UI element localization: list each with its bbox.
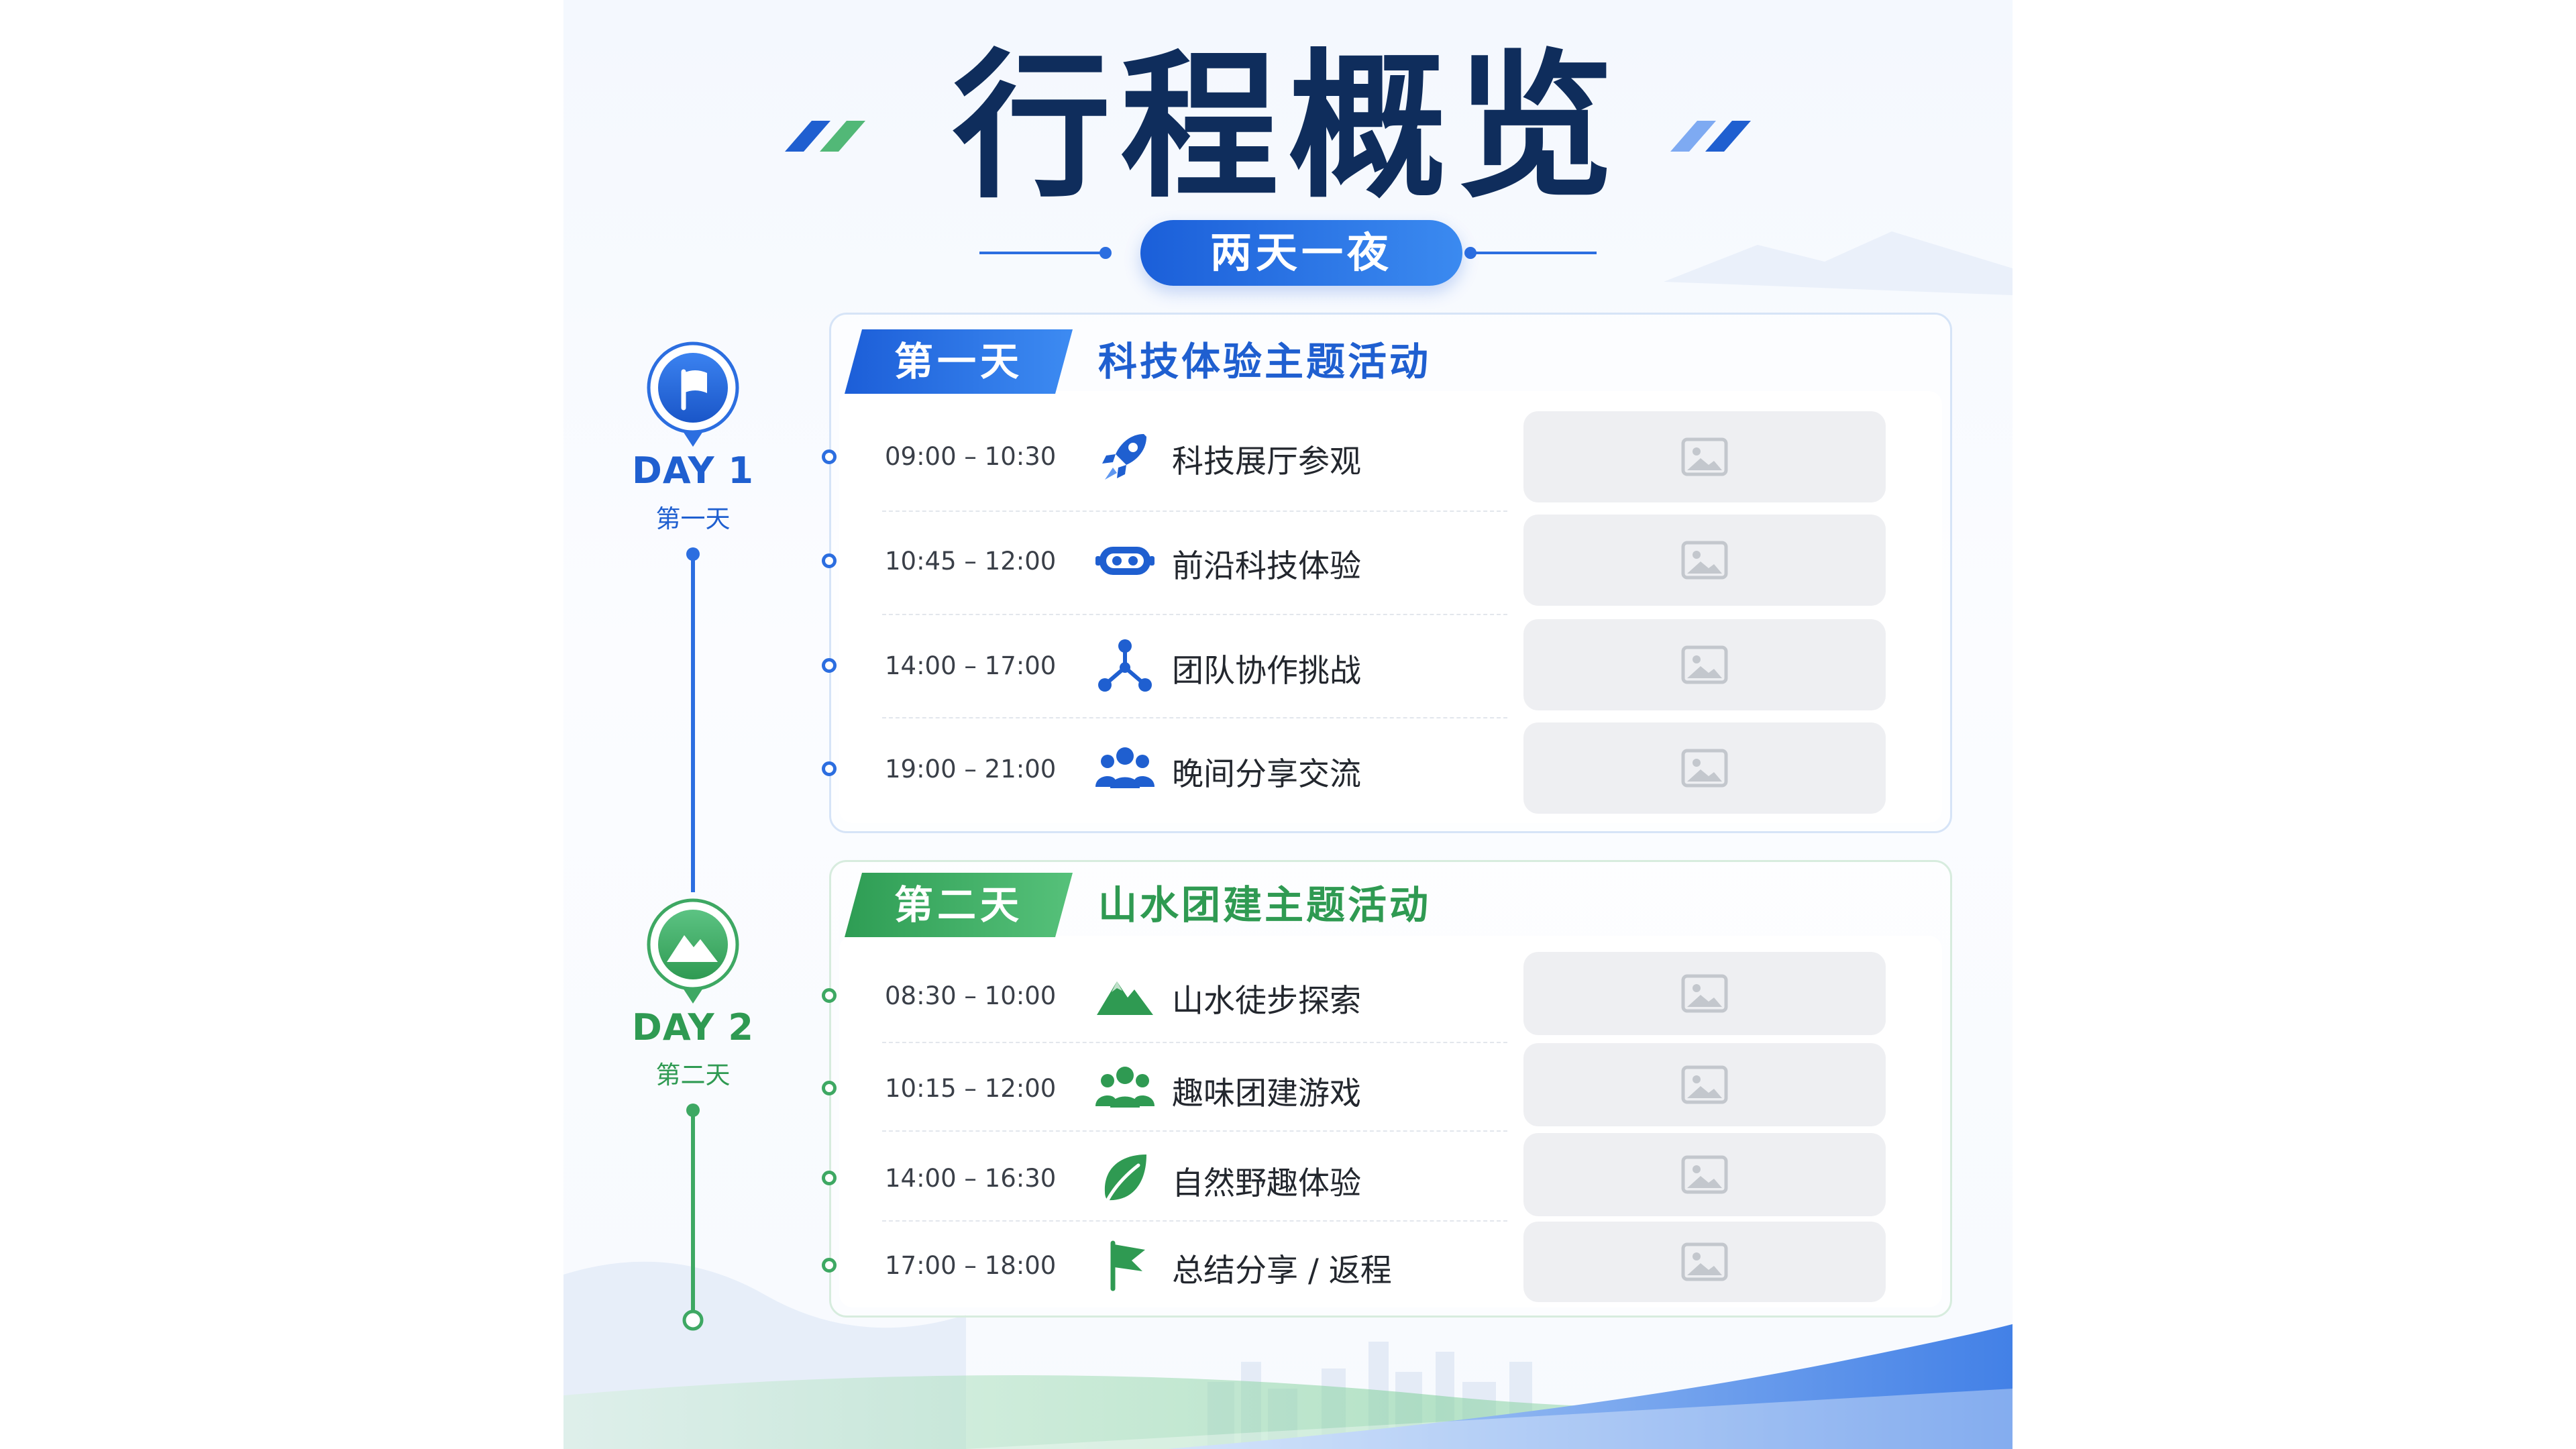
row-separator (882, 614, 1507, 615)
day1-theme-title: 科技体验主题活动 (1098, 339, 1432, 384)
page-title: 行程概览 (952, 35, 1623, 219)
image-placeholder (1523, 952, 1886, 1035)
row-separator (882, 1042, 1507, 1043)
row-separator (882, 511, 1507, 512)
schedule-row: 08:30 – 10:00 山水徒步探索 (822, 952, 1950, 1043)
image-placeholder (1523, 619, 1886, 710)
row-separator (882, 1220, 1507, 1222)
day1-card: 第一天 科技体验主题活动 09:00 – 10:30 科技展厅参观 (822, 313, 1952, 833)
row-dot (822, 1081, 837, 1095)
row-time: 10:15 – 12:00 (885, 1074, 1057, 1103)
image-icon (1681, 1242, 1728, 1281)
day1-tab: 第一天 (845, 329, 1073, 394)
day2-theme-title: 山水团建主题活动 (1098, 882, 1432, 928)
day1-marker (647, 341, 739, 447)
image-icon (1681, 749, 1728, 788)
row-dot (822, 988, 837, 1003)
schedule-row: 17:00 – 18:00 总结分享 / 返程 (822, 1222, 1950, 1302)
row-label: 团队协作挑战 (1172, 653, 1361, 690)
day1-sublabel: 第一天 (655, 504, 731, 533)
row-time: 19:00 – 21:00 (885, 755, 1057, 784)
row-time: 14:00 – 16:30 (885, 1164, 1057, 1193)
row-time: 10:45 – 12:00 (885, 547, 1057, 576)
rocket-icon (1102, 434, 1146, 480)
schedule-row: 09:00 – 10:30 科技展厅参观 (822, 411, 1950, 512)
title-decoration (785, 121, 1751, 259)
mountain-icon (1097, 981, 1153, 1015)
row-label: 自然野趣体验 (1172, 1165, 1361, 1202)
image-placeholder (1523, 515, 1886, 606)
day2-tab: 第二天 (845, 873, 1073, 937)
people-icon (1095, 747, 1155, 788)
day1-label: DAY 1 (632, 449, 754, 492)
schedule-row: 19:00 – 21:00 晚间分享交流 (822, 721, 1950, 814)
row-label: 科技展厅参观 (1172, 443, 1361, 480)
row-dot (822, 553, 837, 568)
image-placeholder (1523, 411, 1886, 502)
row-label: 晚间分享交流 (1172, 756, 1361, 793)
row-separator (882, 1130, 1507, 1132)
row-dot (822, 658, 837, 673)
network-icon (1098, 639, 1152, 692)
image-placeholder (1523, 1043, 1886, 1126)
row-time: 17:00 – 18:00 (885, 1251, 1057, 1280)
row-label: 总结分享 / 返程 (1172, 1252, 1392, 1289)
row-dot (822, 1171, 837, 1185)
image-placeholder (1523, 722, 1886, 814)
row-dot (822, 449, 837, 464)
row-time: 09:00 – 10:30 (885, 442, 1057, 471)
row-separator (882, 717, 1507, 718)
row-time: 14:00 – 17:00 (885, 651, 1057, 680)
duration-badge: 两天一夜 (1140, 220, 1462, 286)
image-icon (1681, 974, 1728, 1013)
schedule-row: 10:15 – 12:00 趣味团建游戏 (822, 1043, 1950, 1132)
row-time: 08:30 – 10:00 (885, 981, 1057, 1010)
timeline (682, 547, 704, 1331)
flag-icon (1110, 1240, 1145, 1291)
row-label: 山水徒步探索 (1172, 983, 1361, 1020)
row-label: 趣味团建游戏 (1172, 1075, 1361, 1112)
day2-sublabel: 第二天 (655, 1061, 731, 1089)
leaf-icon (1104, 1155, 1146, 1202)
schedule-row: 10:45 – 12:00 前沿科技体验 (822, 515, 1950, 615)
schedule-row: 14:00 – 16:30 自然野趣体验 (822, 1133, 1950, 1222)
people-icon (1095, 1067, 1155, 1108)
day2-marker (647, 898, 739, 1004)
image-icon (1681, 437, 1728, 476)
image-placeholder (1523, 1133, 1886, 1216)
background-decoration (564, 231, 2012, 1449)
row-dot (822, 1258, 837, 1273)
image-placeholder (1523, 1222, 1886, 1302)
schedule-row: 14:00 – 17:00 团队协作挑战 (822, 618, 1950, 718)
image-icon (1681, 1155, 1728, 1194)
image-icon (1681, 1065, 1728, 1104)
flag-icon (681, 369, 707, 411)
vr-headset-icon (1095, 547, 1155, 575)
image-icon (1681, 541, 1728, 580)
row-label: 前沿科技体验 (1172, 548, 1361, 585)
image-icon (1681, 645, 1728, 684)
day2-card: 第二天 山水团建主题活动 08:30 – 10:00 山水徒步探索 10:15 … (822, 860, 1952, 1318)
row-dot (822, 761, 837, 776)
itinerary-poster: 行程概览 两天一夜 DAY 1 第一天 (564, 0, 2012, 1449)
day2-label: DAY 2 (632, 1006, 754, 1049)
mountain-icon (667, 935, 718, 962)
